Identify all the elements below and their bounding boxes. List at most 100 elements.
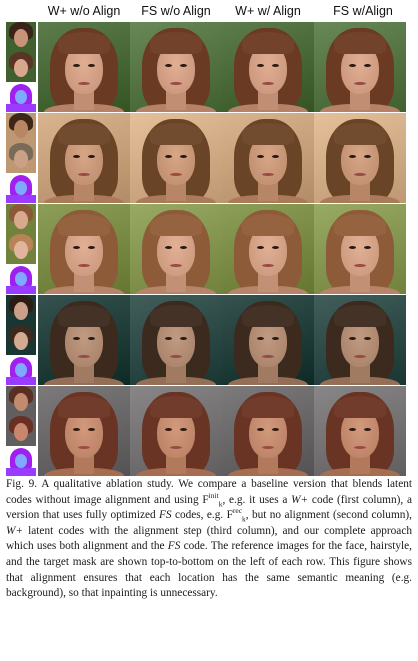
left-eye [349, 246, 356, 249]
left-eye [257, 155, 264, 158]
hair-reference-image [6, 234, 36, 264]
hair-top [58, 32, 110, 54]
grid-row [6, 22, 412, 112]
caption-text-1: A qualitative ablation study. We compare… [6, 478, 412, 506]
hair-top [150, 396, 202, 418]
reference-face [14, 29, 28, 47]
left-eye [73, 155, 80, 158]
column-header-1: W+ w/o Align [47, 4, 121, 18]
hair-top [150, 123, 202, 145]
mask-body-region [6, 468, 36, 476]
result-image [314, 386, 406, 476]
right-eye [88, 155, 95, 158]
mask-body-region [6, 104, 36, 112]
mouth [354, 264, 366, 267]
figure-label: Fig. 9. [6, 478, 38, 490]
mouth [78, 446, 90, 449]
reference-face [14, 120, 28, 138]
result-image [222, 204, 314, 294]
face-reference-image [6, 386, 36, 416]
mouth [170, 446, 182, 449]
left-eye [349, 155, 356, 158]
face-reference-image [6, 204, 36, 234]
caption-text-3: code (first column), a version that uses… [6, 493, 412, 522]
right-eye [180, 246, 187, 249]
target-mask-image [6, 82, 36, 112]
hair-top [242, 214, 294, 236]
caption-text-5: , but no alignment (second column), [245, 509, 412, 522]
right-eye [364, 428, 371, 431]
mouth [354, 82, 366, 85]
left-eye [257, 428, 264, 431]
right-eye [88, 246, 95, 249]
f-rec-symbol: Freck [226, 506, 246, 524]
right-eye [88, 428, 95, 431]
caption-text-7: code. The reference images for the face,… [6, 540, 412, 600]
reference-face [14, 241, 28, 259]
hair-top [334, 123, 386, 145]
hair-reference-image [6, 52, 36, 82]
fs-term-2: FS [167, 540, 181, 553]
left-eye [257, 64, 264, 67]
mouth [262, 82, 274, 85]
reference-face [14, 59, 28, 77]
result-image [222, 113, 314, 203]
fs-term: FS [159, 509, 172, 522]
mouth [170, 264, 182, 267]
target-mask-image [6, 173, 36, 203]
left-eye [165, 155, 172, 158]
target-mask-image [6, 446, 36, 476]
hair-top [150, 305, 202, 327]
hair-top [334, 32, 386, 54]
hair-top [58, 305, 110, 327]
mouth [170, 355, 182, 358]
left-eye [165, 337, 172, 340]
result-image [222, 295, 314, 385]
face-reference-image [6, 22, 36, 52]
mouth [262, 173, 274, 176]
left-eye [165, 428, 172, 431]
caption-text-4: codes, e.g. [171, 509, 227, 522]
result-image [38, 386, 130, 476]
grid-row [6, 295, 412, 385]
result-image [222, 22, 314, 112]
right-eye [180, 428, 187, 431]
right-eye [364, 64, 371, 67]
mask-face-region [15, 90, 27, 104]
result-image [38, 22, 130, 112]
hair-top [242, 396, 294, 418]
hair-top [334, 305, 386, 327]
hair-reference-image [6, 325, 36, 355]
reference-face [14, 423, 28, 441]
grid-row [6, 113, 412, 203]
reference-column [6, 386, 36, 478]
target-mask-image [6, 355, 36, 385]
left-eye [257, 246, 264, 249]
mouth [170, 82, 182, 85]
left-eye [73, 428, 80, 431]
result-image [130, 295, 222, 385]
mask-body-region [6, 377, 36, 385]
mouth [262, 446, 274, 449]
reference-face [14, 211, 28, 229]
result-image [130, 22, 222, 112]
result-image [314, 295, 406, 385]
right-eye [272, 64, 279, 67]
left-eye [349, 428, 356, 431]
right-eye [180, 64, 187, 67]
right-eye [364, 246, 371, 249]
caption-text-2: , e.g. it uses a [222, 493, 292, 506]
right-eye [364, 337, 371, 340]
reference-face [14, 302, 28, 320]
left-eye [73, 337, 80, 340]
mouth [78, 173, 90, 176]
reference-face [14, 150, 28, 168]
column-header-2: FS w/o Align [141, 4, 211, 18]
face-reference-image [6, 295, 36, 325]
grid-row [6, 386, 412, 476]
grid-row [6, 204, 412, 294]
reference-column [6, 113, 36, 205]
right-eye [364, 155, 371, 158]
left-eye [165, 246, 172, 249]
mouth [78, 264, 90, 267]
